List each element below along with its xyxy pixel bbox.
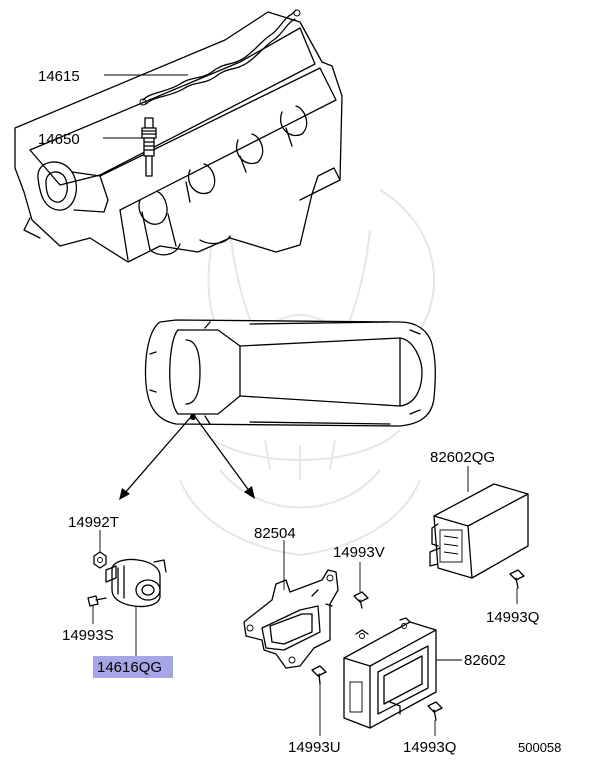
part-label-14616qg: 14616QG (97, 659, 162, 676)
bolt-14993s (87, 595, 107, 607)
part-label-82602qg: 82602QG (430, 449, 495, 466)
part-label-14993u: 14993U (288, 739, 341, 756)
relay-14616qg (105, 558, 167, 608)
control-unit-82602qg (429, 483, 529, 579)
part-label-14615: 14615 (38, 68, 80, 85)
part-label-14650: 14650 (38, 131, 80, 148)
bolt-14993q-top (509, 569, 525, 589)
figure-number: 500058 (518, 740, 561, 755)
highlight-box (93, 656, 173, 678)
bolt-14993u (311, 665, 327, 685)
bolt-14993q-bottom (427, 701, 443, 721)
vehicle-top-view (144, 319, 436, 427)
part-label-14993q-top: 14993Q (486, 609, 539, 626)
glow-plug-14650 (141, 117, 157, 177)
part-label-14993v: 14993V (333, 544, 385, 561)
part-label-14993s: 14993S (62, 627, 114, 644)
bolt-14993v (353, 591, 369, 609)
location-arrows (119, 414, 255, 500)
bracket-82504 (243, 569, 339, 669)
part-label-82504: 82504 (254, 525, 296, 542)
part-label-14992t: 14992T (68, 514, 119, 531)
nut-14992t (93, 551, 107, 569)
part-label-14993q-bottom: 14993Q (403, 739, 456, 756)
cylinder-head-assembly (14, 11, 343, 263)
control-unit-82602 (343, 617, 437, 729)
gasket-14615 (139, 9, 301, 106)
part-label-82602: 82602 (464, 652, 506, 669)
